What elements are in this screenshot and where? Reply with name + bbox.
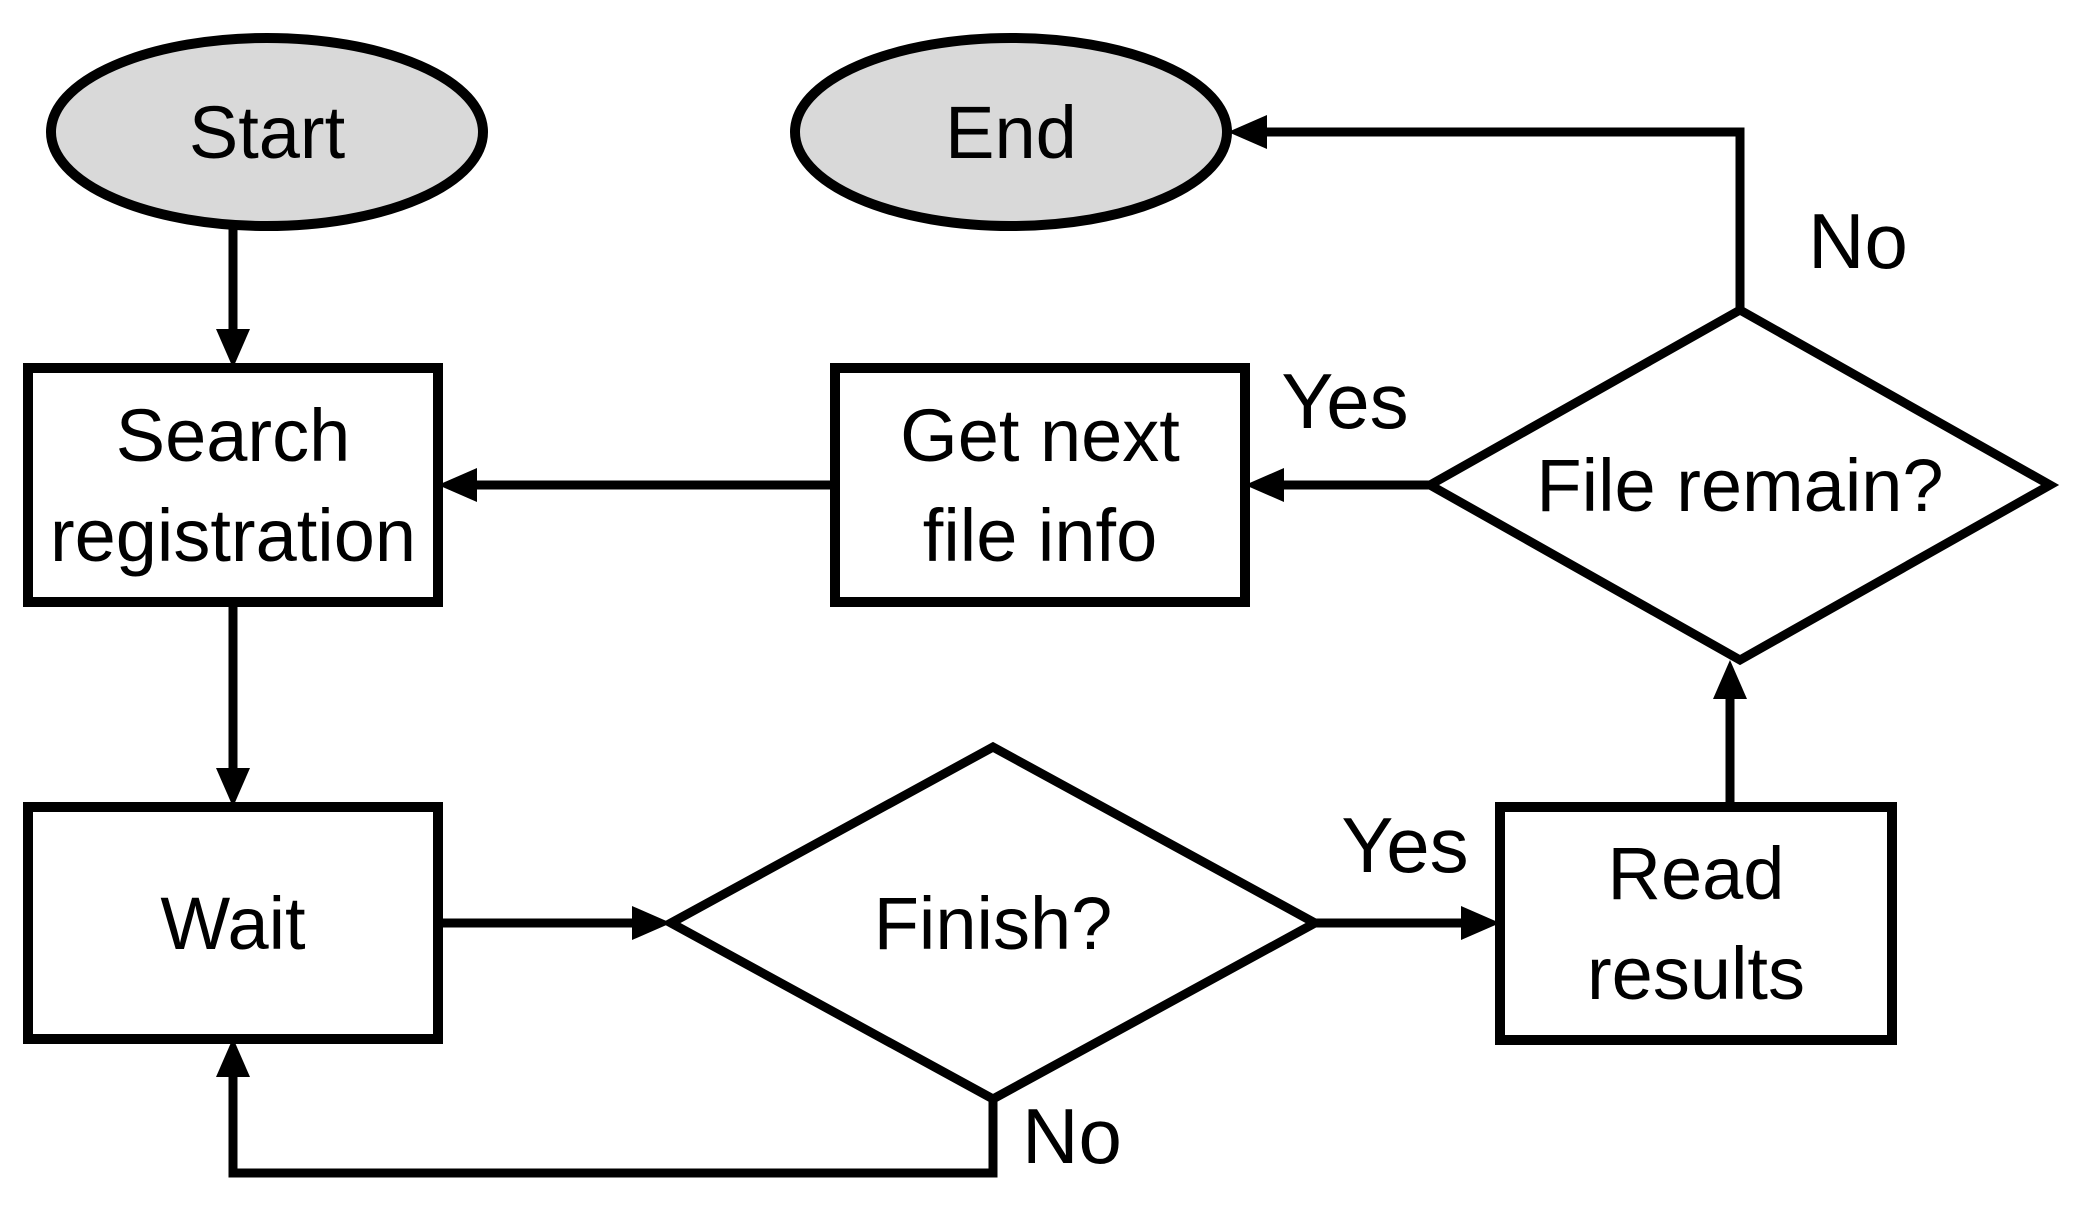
node-label: Finish? [874,882,1113,965]
node-label: Start [189,91,346,174]
node-start: Start [46,33,488,231]
edge-wait-to-finish [438,906,671,940]
node-label: Wait [160,882,306,965]
node-get-next-file-info: Get next file info [830,363,1250,607]
decision-diamond-shape [661,741,1325,1105]
edge-search-to-wait [216,602,250,807]
edge-file-remain-yes-to-get-next: Yes [1245,357,1430,502]
process-shape [1495,802,1897,1045]
end-terminal-shape [790,33,1232,231]
arrowhead-up-icon [1713,660,1747,699]
node-file-remain-decision: File remain? [1420,304,2060,666]
node-label: File remain? [1536,444,1943,527]
edge-finish-no-loop-to-wait: No [216,1038,1122,1180]
edge-read-results-to-file-remain [1713,660,1747,807]
arrowhead-left-icon [1228,115,1267,149]
node-label-line2: file info [923,494,1157,577]
node-label-line1: Get next [900,394,1180,477]
arrowhead-left-icon [1245,468,1284,502]
edge-label-no: No [1808,197,1908,285]
edge-line [1266,127,1745,310]
arrowhead-down-icon [216,768,250,807]
edge-label-yes: Yes [1281,357,1408,445]
edge-finish-yes-to-read-results: Yes [1315,801,1500,940]
edge-file-remain-no-to-end: No [1228,115,1908,310]
arrowhead-down-icon [216,329,250,368]
start-terminal-shape [46,33,488,231]
node-label: End [945,91,1077,174]
decision-diamond-shape [1420,304,2060,666]
edge-get-next-to-search [438,468,835,502]
arrowhead-up-icon [216,1038,250,1077]
edge-start-to-search [216,226,250,368]
node-label-line1: Search [116,394,350,477]
node-wait: Wait [23,802,443,1044]
process-shape [23,802,443,1044]
node-read-results: Read results [1495,802,1897,1045]
process-shape [23,363,443,607]
arrowhead-right-icon [1461,906,1500,940]
node-label-line2: registration [50,494,416,577]
node-search-registration: Search registration [23,363,443,607]
edge-line [228,1076,998,1178]
arrowhead-right-icon [632,906,671,940]
edge-label-yes: Yes [1341,801,1468,889]
process-shape [830,363,1250,607]
edge-label-no: No [1022,1092,1122,1180]
node-finish-decision: Finish? [661,741,1325,1105]
node-label-line2: results [1587,932,1805,1015]
node-label-line1: Read [1608,832,1785,915]
arrowhead-left-icon [438,468,477,502]
node-end: End [790,33,1232,231]
